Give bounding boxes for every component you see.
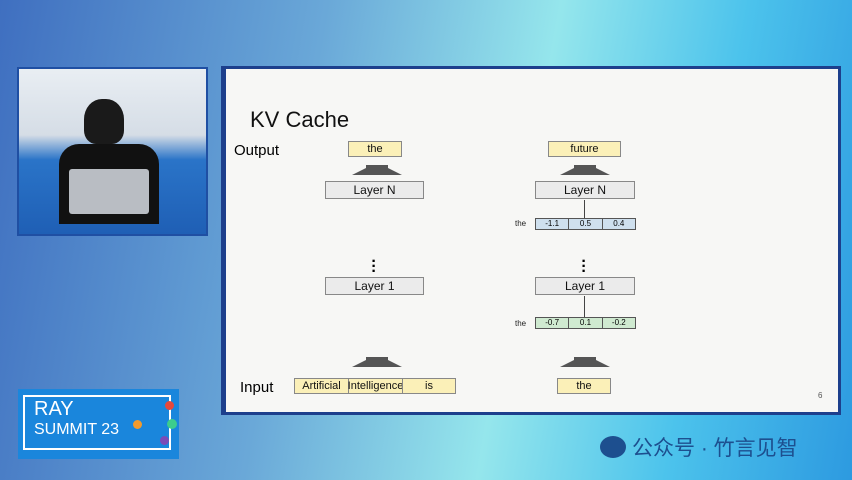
output-label: Output xyxy=(234,142,280,159)
up-arrow-icon xyxy=(352,165,402,175)
left-layer-n: Layer N xyxy=(325,181,424,199)
kv-cache-row-bottom: -0.7 0.1 -0.2 xyxy=(535,317,636,329)
up-arrow-icon xyxy=(352,357,402,367)
cache-arrow-icon xyxy=(584,296,585,317)
speaker xyxy=(84,99,124,144)
presentation-slide: KV Cache Output Input the Layer N ··· La… xyxy=(221,66,841,415)
speaker-video xyxy=(17,67,208,236)
right-output-token: future xyxy=(548,141,621,157)
up-arrow-icon xyxy=(560,165,610,175)
cache-arrow-icon xyxy=(584,200,585,218)
logo-text: SUMMIT 23 xyxy=(34,421,120,438)
input-token: Intelligence xyxy=(347,378,404,394)
input-token: Artificial xyxy=(294,378,349,394)
cache-value: -1.1 xyxy=(536,219,570,229)
left-layer-1: Layer 1 xyxy=(325,277,424,295)
right-layer-1: Layer 1 xyxy=(535,277,635,295)
page-number: 6 xyxy=(818,391,823,400)
kv-cache-row-top: -1.1 0.5 0.4 xyxy=(535,218,636,230)
cache-value: 0.4 xyxy=(613,219,625,228)
watermark: 公众号 · 竹言见智 xyxy=(600,432,798,462)
slide-title: KV Cache xyxy=(250,107,350,132)
input-token: is xyxy=(402,378,456,394)
cache-value: 0.1 xyxy=(569,318,603,328)
cache-value: -0.7 xyxy=(536,318,570,328)
left-output-token: the xyxy=(348,141,402,157)
up-arrow-icon xyxy=(560,357,610,367)
logo-text: RAY xyxy=(34,398,74,420)
right-input-token: the xyxy=(557,378,611,394)
cache-value: 0.5 xyxy=(569,219,603,229)
right-layer-n: Layer N xyxy=(535,181,635,199)
ray-summit-logo: RAY SUMMIT 23 xyxy=(18,389,179,459)
cache-label: the xyxy=(515,319,527,328)
cache-value: -0.2 xyxy=(611,318,626,327)
ellipsis-icon: ··· xyxy=(581,253,587,280)
ellipsis-icon: ··· xyxy=(371,253,377,280)
watermark-text: 公众号 · 竹言见智 xyxy=(632,437,798,460)
input-label: Input xyxy=(240,379,274,396)
wechat-icon xyxy=(600,436,626,458)
cache-label: the xyxy=(515,219,527,228)
